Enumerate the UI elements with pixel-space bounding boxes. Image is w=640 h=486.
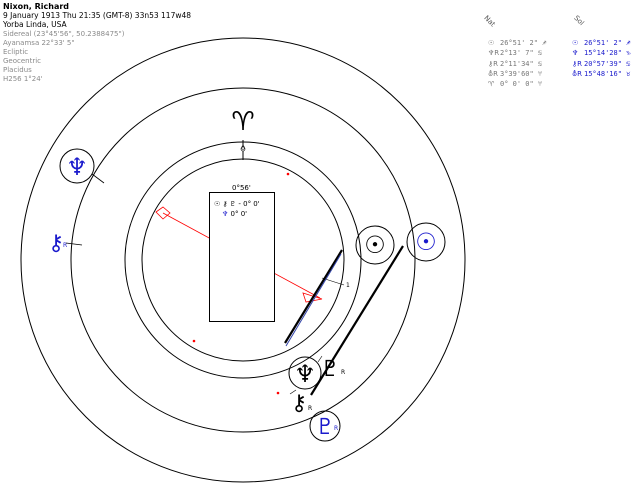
harmonic-setting: H256 1°24' <box>3 75 43 83</box>
solar-pluto-retro: R <box>334 425 338 432</box>
planet-glyph-icon: ♆ <box>572 49 579 58</box>
position-value: 0° 0' 0" ♈ <box>500 80 543 89</box>
planet-glyph-icon: ⛢R <box>572 69 582 78</box>
solar-sun-aspect-line <box>310 245 404 396</box>
natal-chiron-pointer <box>289 389 297 395</box>
aspect-line-1-glyphs: ☉ ⚷ ♇ <box>214 200 237 208</box>
position-row: ♈ 0° 0' 0" ♈ <box>488 79 542 89</box>
natal-sun-ring <box>355 225 395 265</box>
position-row: ♆R2°13' 7" ♋ <box>488 48 542 58</box>
coordinate-setting: Ecliptic <box>3 48 29 56</box>
solar-chiron-glyph: ⚷ <box>48 231 64 256</box>
zero-marker <box>240 146 246 152</box>
solar-sun-ring <box>406 222 446 262</box>
chart-datetime: 9 January 1913 Thu 21:35 (GMT-8) 33n53 1… <box>3 11 192 20</box>
solar-neptune-ring <box>59 148 95 184</box>
position-row: ☉ 26°51' 2" ♐ <box>572 38 630 48</box>
position-value: 26°51' 2" ♐ <box>584 39 631 47</box>
center-setting: Geocentric <box>3 57 42 65</box>
solar-pluto-glyph: ♇ <box>315 415 335 440</box>
aspect-line-2-glyph: ♆ <box>222 210 229 218</box>
position-value: 26°51' 2" ♐ <box>500 39 547 47</box>
natal-pluto-retro: R <box>341 369 345 376</box>
position-row: ♆ 15°14'28" ♑ <box>572 48 630 58</box>
ayanamsa-setting: Ayanamsa 22°33' 5" <box>3 39 75 47</box>
aspect-line-1: ☉ ⚷ ♇ - 0° 0' <box>214 200 260 208</box>
natal-neptune-glyph: ♆ <box>294 360 316 388</box>
solar-sun-glyph: ☉ <box>415 228 437 256</box>
position-value: 3°39'60" ♈ <box>500 69 543 78</box>
point-marker <box>192 339 196 343</box>
natal-sun-aspect-line <box>285 253 342 347</box>
planet-glyph-icon: ♆R <box>488 49 500 58</box>
asc-tail-marker <box>155 206 171 220</box>
aspect-summary-box <box>209 192 275 322</box>
position-value: 20°57'39" ♋ <box>584 59 631 68</box>
planet-glyph-icon: ⛢R <box>488 69 498 78</box>
planet-glyph-icon: ⚷R <box>488 59 498 68</box>
position-value: 2°13' 7" ♋ <box>500 49 543 58</box>
point-marker <box>286 172 290 176</box>
position-value: 15°48'16" ♉ <box>584 69 631 78</box>
solar-neptune-pointer <box>91 173 105 184</box>
position-value: 2°11'34" ♋ <box>500 59 543 68</box>
middle-ring <box>70 87 416 433</box>
natal-sun-aspect-line <box>284 249 343 344</box>
planet-glyph-icon: ☉ <box>572 39 579 47</box>
house-system-setting: Placidus <box>3 66 32 74</box>
planet-glyph-icon: ♈ <box>488 80 495 89</box>
natal-chiron-retro: R <box>308 405 312 412</box>
natal-pluto-pointer <box>317 355 323 363</box>
position-row: ☉ 26°51' 2" ♐ <box>488 38 546 48</box>
solar-neptune-glyph: ♆ <box>66 153 88 181</box>
outer-ring <box>20 37 466 483</box>
zodiac-setting: Sidereal (23°45'56", 50.2388475") <box>3 30 125 38</box>
asc-arrow-head <box>302 292 323 303</box>
zero-degree-label: 0 <box>241 145 245 152</box>
chart-name: Nixon, Richard <box>3 2 70 11</box>
aspect-line-2-value: 0° 0' <box>230 210 248 218</box>
house-number-1: 1 <box>346 282 350 289</box>
aspect-box-title: 0°56' <box>232 184 251 192</box>
natal-pluto-glyph: ♇ <box>320 357 340 382</box>
solar-chiron-retro: R <box>63 242 67 249</box>
chart-place: Yorba Linda, USA <box>3 20 67 29</box>
natal-neptune-ring <box>288 356 322 390</box>
solar-pluto-ring <box>309 410 341 442</box>
aspect-line-2: ♆ 0° 0' <box>222 210 247 218</box>
solar-chiron-pointer <box>65 242 83 246</box>
aries-glyph: ♈ <box>231 107 254 137</box>
planet-glyph-icon: ⚷R <box>572 59 582 68</box>
planet-glyph-icon: ☉ <box>488 39 495 47</box>
aspect-line-1-value: - 0° 0' <box>238 200 260 208</box>
position-value: 15°14'28" ♑ <box>584 49 631 58</box>
point-marker <box>276 391 280 395</box>
natal-chiron-glyph: ⚷ <box>291 391 307 416</box>
natal-sun-glyph: ☉ <box>364 231 386 259</box>
